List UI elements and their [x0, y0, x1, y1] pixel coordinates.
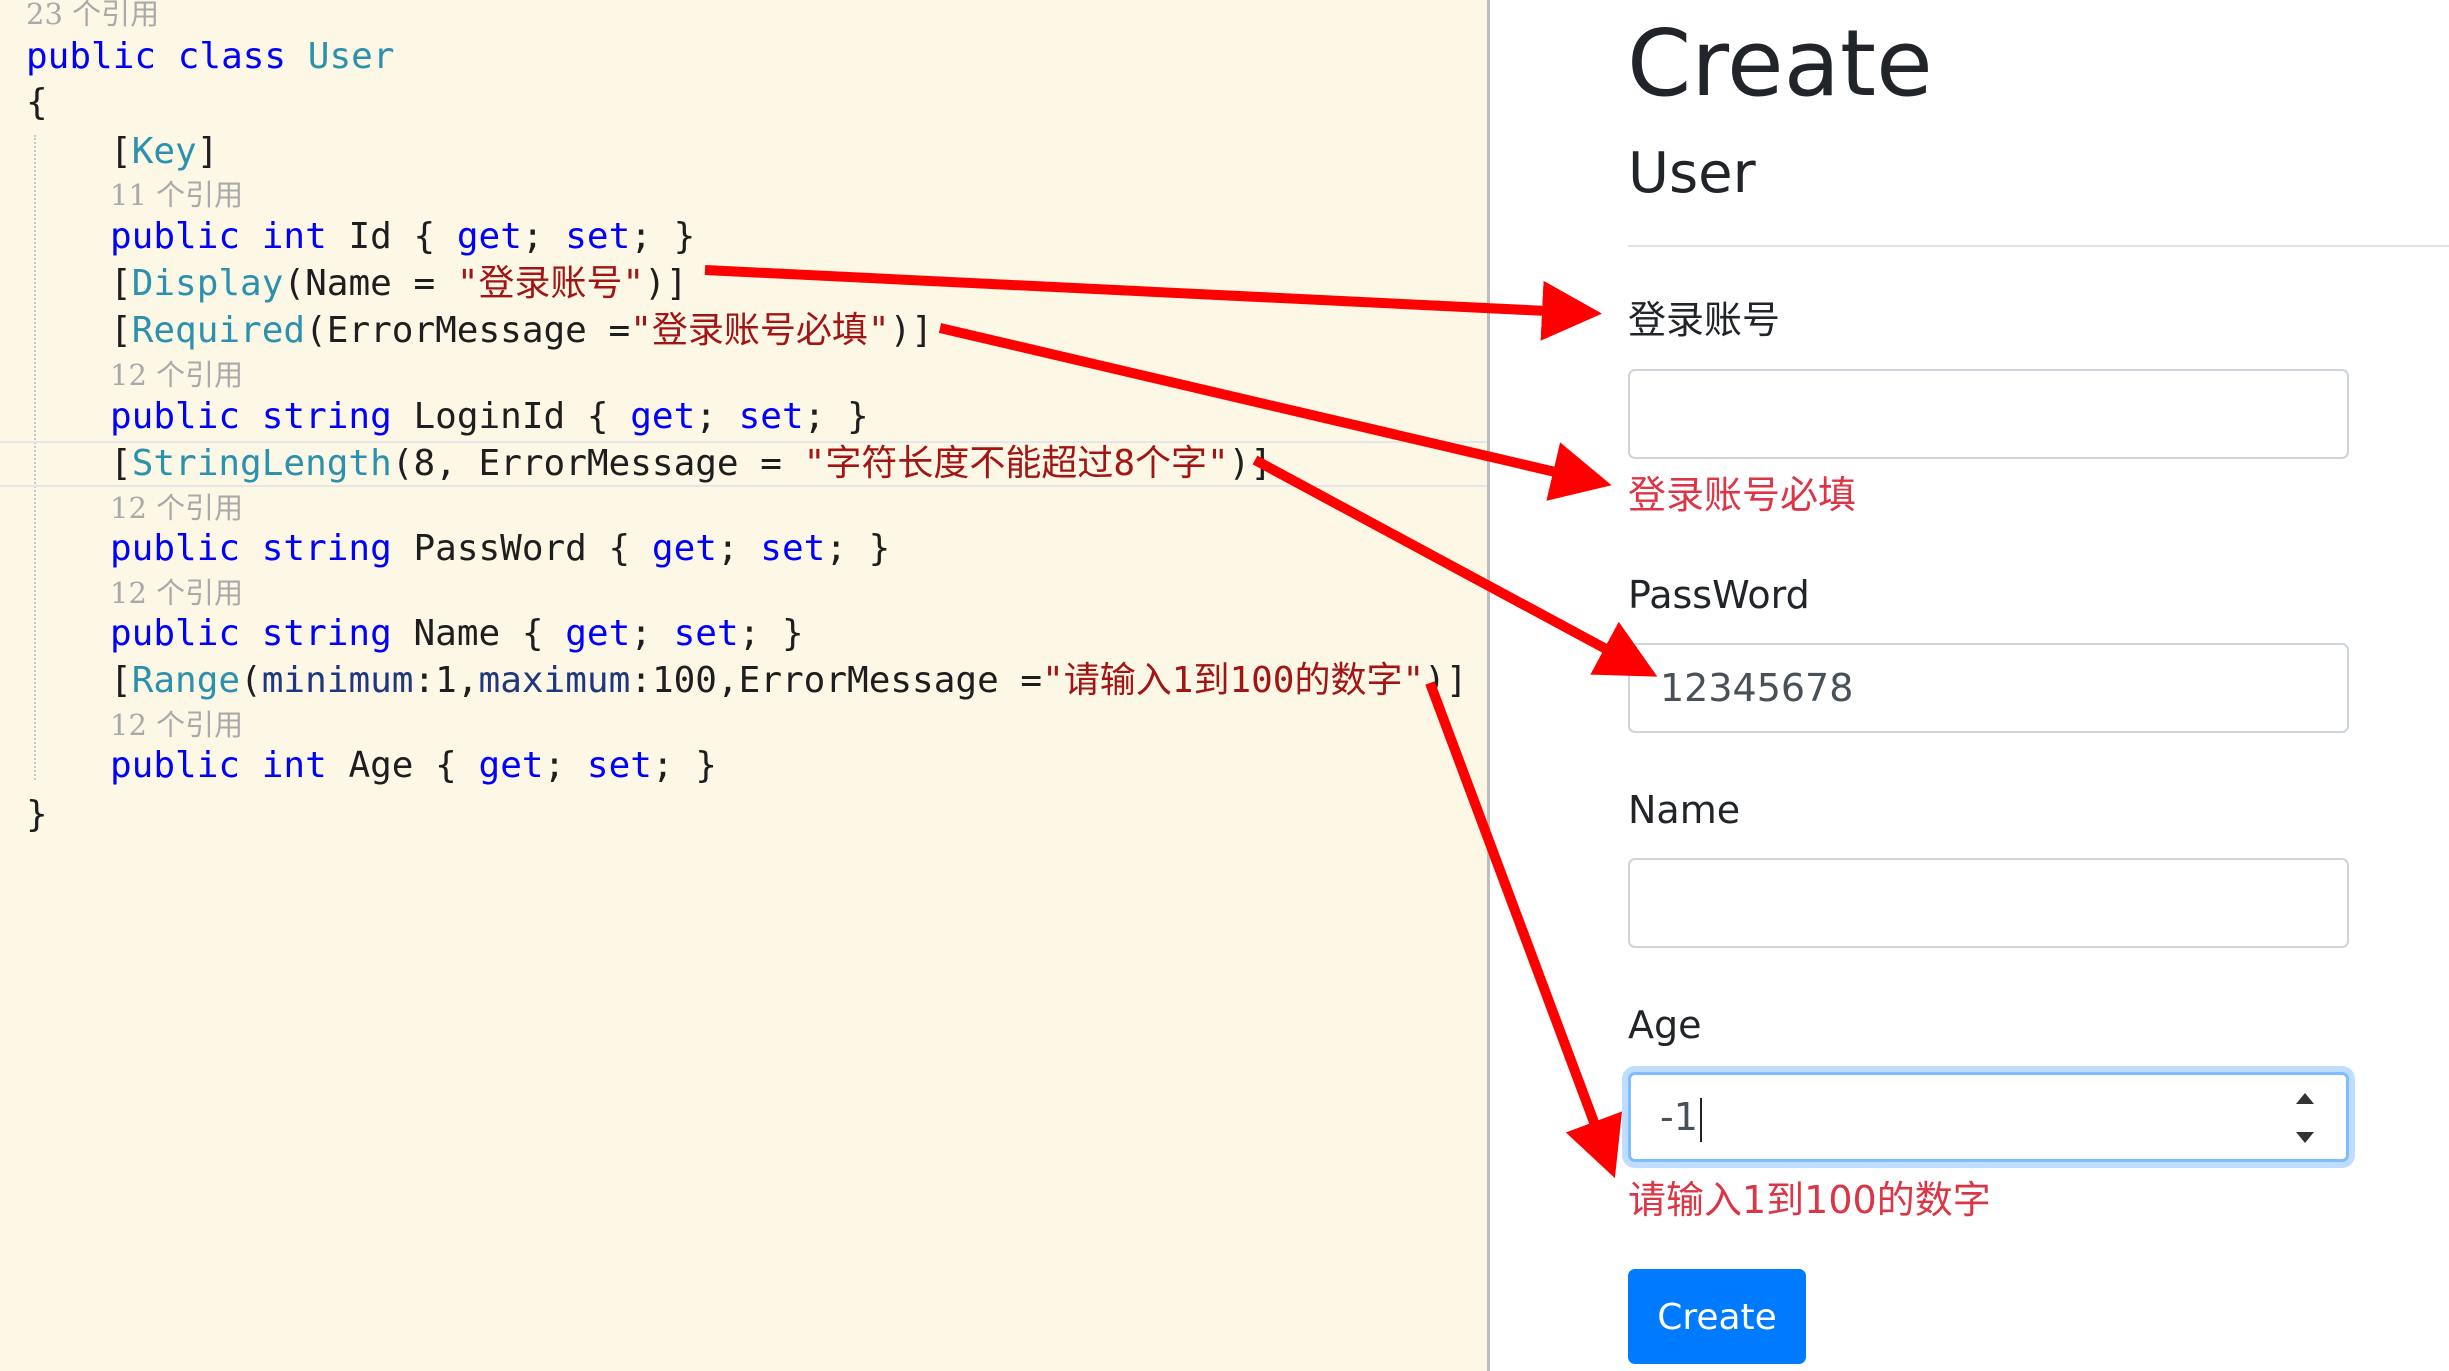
keyword: public — [110, 396, 241, 437]
parameter-name: Name — [305, 263, 392, 304]
keyword: public — [110, 216, 241, 257]
keyword: get — [651, 528, 717, 569]
class-name: User — [307, 36, 395, 77]
keyword: set — [760, 528, 826, 569]
keyword: set — [738, 396, 804, 437]
loginid-label: 登录账号 — [1628, 298, 1781, 342]
code-line-range-attribute[interactable]: [Range(minimum:1,maximum:100,ErrorMessag… — [110, 660, 1468, 701]
password-label: PassWord — [1628, 573, 1810, 617]
keyword: string — [261, 613, 392, 654]
keyword: get — [478, 745, 544, 786]
parameter-name: ErrorMessage — [738, 660, 999, 701]
code-editor[interactable]: 23 个引用 public class User { [Key] 11 个引用 … — [0, 0, 1488, 1371]
parameter-name: ErrorMessage — [326, 310, 587, 351]
loginid-error: 登录账号必填 — [1628, 473, 1857, 517]
keyword: string — [261, 528, 392, 569]
attribute-name: Key — [131, 131, 197, 172]
name-label: Name — [1628, 788, 1741, 832]
parameter-name: ErrorMessage — [478, 443, 739, 484]
keyword: set — [673, 613, 739, 654]
keyword: set — [586, 745, 652, 786]
keyword: int — [261, 745, 327, 786]
codelens-reference-count[interactable]: 12 个引用 — [110, 491, 244, 525]
attribute-name: Range — [131, 660, 241, 701]
property-name: Age — [348, 745, 414, 786]
spin-down-icon[interactable] — [2296, 1132, 2314, 1143]
attribute-name: Required — [131, 310, 306, 351]
string-literal: "登录账号" — [456, 263, 645, 304]
codelens-reference-count[interactable]: 12 个引用 — [110, 708, 244, 742]
keyword: get — [630, 396, 696, 437]
property-name: PassWord — [413, 528, 587, 569]
keyword: set — [565, 216, 631, 257]
loginid-input[interactable] — [1628, 369, 2349, 459]
property-name: Id — [348, 216, 392, 257]
attribute-name: StringLength — [131, 443, 392, 484]
code-line-required-attribute[interactable]: [Required(ErrorMessage ="登录账号必填")] — [110, 310, 933, 351]
current-line-highlight — [0, 441, 1488, 487]
codelens-reference-count[interactable]: 12 个引用 — [110, 576, 244, 610]
keyword: get — [565, 613, 631, 654]
indent-guide — [34, 135, 36, 780]
code-line-id-property[interactable]: public int Id { get; set; } — [110, 216, 696, 257]
keyword: public — [110, 745, 241, 786]
age-value: -1 — [1660, 1095, 1698, 1139]
code-line-password-property[interactable]: public string PassWord { get; set; } — [110, 528, 891, 569]
string-literal: "请输入1到100的数字" — [1042, 660, 1425, 701]
text-caret — [1699, 1097, 1702, 1142]
codelens-reference-count[interactable]: 23 个引用 — [26, 0, 160, 31]
keyword: public — [110, 613, 241, 654]
password-value: 12345678 — [1660, 666, 1854, 710]
code-line-loginid-property[interactable]: public string LoginId { get; set; } — [110, 396, 869, 437]
create-user-form: Create User 登录账号 登录账号必填 PassWord 1234567… — [1490, 0, 2449, 1371]
code-line-class-declaration[interactable]: public class User — [26, 34, 395, 80]
keyword: get — [456, 216, 522, 257]
attribute-name: Display — [131, 263, 284, 304]
property-name: LoginId — [413, 396, 566, 437]
name-input[interactable] — [1628, 858, 2349, 948]
property-name: Name — [413, 613, 501, 654]
create-button[interactable]: Create — [1628, 1269, 1806, 1364]
keyword: public — [110, 528, 241, 569]
string-literal: "登录账号必填" — [630, 310, 890, 351]
parameter-name: maximum — [478, 660, 631, 701]
brace: { — [26, 82, 48, 123]
parameter-name: minimum — [261, 660, 414, 701]
number-literal: 1 — [435, 660, 457, 701]
code-line-name-property[interactable]: public string Name { get; set; } — [110, 613, 804, 654]
codelens-reference-count[interactable]: 12 个引用 — [110, 358, 244, 392]
code-line-key-attribute[interactable]: [Key] — [110, 131, 219, 172]
codelens-reference-count[interactable]: 11 个引用 — [110, 178, 244, 212]
code-line-close-brace[interactable]: } — [26, 792, 48, 838]
divider — [1628, 245, 2449, 247]
age-label: Age — [1628, 1003, 1702, 1047]
number-literal: 100 — [651, 660, 717, 701]
code-line-stringlength-attribute[interactable]: [StringLength(8, ErrorMessage = "字符长度不能超… — [110, 443, 1273, 484]
code-line-age-property[interactable]: public int Age { get; set; } — [110, 745, 717, 786]
number-literal: 8 — [413, 443, 436, 484]
password-input[interactable]: 12345678 — [1628, 643, 2349, 733]
age-input[interactable]: -1 — [1628, 1072, 2349, 1162]
keyword: int — [261, 216, 327, 257]
number-spinner[interactable] — [2292, 1093, 2318, 1143]
keyword: public — [26, 36, 157, 77]
page-title: Create — [1627, 10, 1933, 117]
brace: } — [26, 794, 48, 835]
keyword: class — [177, 36, 287, 77]
page-subtitle: User — [1628, 141, 1756, 206]
spin-up-icon[interactable] — [2296, 1093, 2314, 1104]
code-line-open-brace[interactable]: { — [26, 80, 48, 126]
code-line-display-attribute[interactable]: [Display(Name = "登录账号")] — [110, 263, 688, 304]
string-literal: "字符长度不能超过8个字" — [803, 443, 1229, 484]
keyword: string — [261, 396, 392, 437]
age-error: 请输入1到100的数字 — [1628, 1178, 1991, 1222]
